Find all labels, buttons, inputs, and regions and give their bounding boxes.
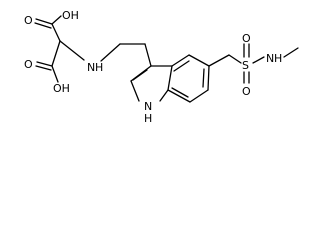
label-oh-top: OH bbox=[62, 9, 79, 22]
bond-carboxyl-bottom-o-a bbox=[36, 61, 53, 67]
bond-c1-carboxyl-bottom bbox=[51, 40, 61, 67]
bond-nh-ch2a bbox=[100, 43, 121, 62]
label-o-left: O bbox=[24, 58, 33, 71]
label-sulfonyl-s: S bbox=[242, 59, 249, 72]
bond-s-nh bbox=[252, 56, 265, 64]
bond-c2-n1 bbox=[130, 80, 140, 102]
bond-carboxyl-bottom-oh bbox=[51, 65, 59, 83]
label-sulfonyl-o-bottom: O bbox=[242, 85, 251, 98]
bond-c1-nh bbox=[59, 40, 85, 61]
label-sulfonamide-h: H bbox=[274, 52, 282, 65]
bond-c5-c6-b bbox=[202, 68, 205, 88]
label-indole-h: H bbox=[144, 112, 152, 125]
label-sulfonyl-o-top: O bbox=[242, 32, 251, 45]
bond-carboxyl-top-o-a bbox=[35, 18, 53, 25]
label-o-top: O bbox=[24, 14, 33, 27]
bond-c3a-c7a bbox=[167, 65, 173, 91]
label-oh-bottom: OH bbox=[53, 82, 70, 95]
bond-c7-c7a-b bbox=[171, 87, 189, 98]
bond-carboxyl-top-oh bbox=[51, 15, 62, 25]
bond-c4-c5 bbox=[188, 54, 210, 67]
bond-c3a-c4-a bbox=[171, 54, 190, 67]
label-indole-n: N bbox=[144, 100, 152, 113]
bonds bbox=[34, 15, 299, 103]
bond-carboxyl-bottom-o-b bbox=[35, 65, 52, 71]
label-sulfonamide-n: N bbox=[266, 52, 274, 65]
bond-ch2-s bbox=[228, 54, 242, 64]
bond-n1-c7a bbox=[159, 89, 169, 102]
bond-c5-c6-a bbox=[207, 65, 210, 91]
bond-ch2b-c3 bbox=[144, 43, 152, 67]
molecule-structure: OH O O OH N H N H S O O N H bbox=[24, 9, 299, 125]
bond-c7-c7a-a bbox=[167, 89, 191, 103]
bond-c5-ch2 bbox=[208, 54, 230, 67]
atom-labels: OH O O OH N H N H S O O N H bbox=[24, 9, 282, 125]
bond-c3a-c4-b bbox=[173, 60, 190, 72]
bond-c3-c2-b bbox=[132, 69, 148, 81]
bond-carboxyl-top-o-b bbox=[34, 22, 52, 29]
label-amine-h: H bbox=[95, 61, 103, 74]
bond-nh-methyl bbox=[283, 47, 299, 58]
bond-c1-carboxyl-top bbox=[51, 23, 61, 42]
bond-c6-c7 bbox=[189, 89, 209, 103]
label-amine-n: N bbox=[87, 61, 95, 74]
